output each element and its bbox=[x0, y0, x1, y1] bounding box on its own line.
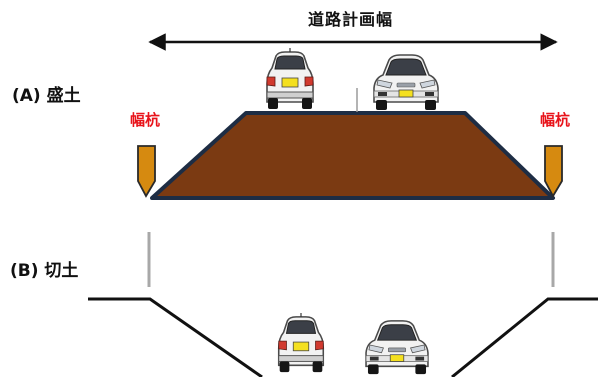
cut-label: (B) 切土 bbox=[10, 261, 79, 281]
embankment-shape bbox=[150, 111, 555, 200]
width-stake-label-left: 幅杭 bbox=[130, 111, 161, 129]
car-front-icon bbox=[365, 320, 429, 375]
car-rear-icon bbox=[277, 313, 325, 373]
road-width-title: 道路計画幅 bbox=[308, 10, 394, 29]
embankment-label: (A) 盛土 bbox=[12, 86, 81, 106]
car-rear-icon bbox=[266, 48, 314, 110]
width-stake-label-right: 幅杭 bbox=[540, 111, 571, 129]
width-stake-right bbox=[544, 145, 563, 198]
car-front-icon bbox=[373, 54, 439, 111]
width-stake-left bbox=[137, 145, 156, 198]
cut-profile-line-right bbox=[451, 297, 598, 377]
cut-profile-line bbox=[88, 297, 263, 377]
